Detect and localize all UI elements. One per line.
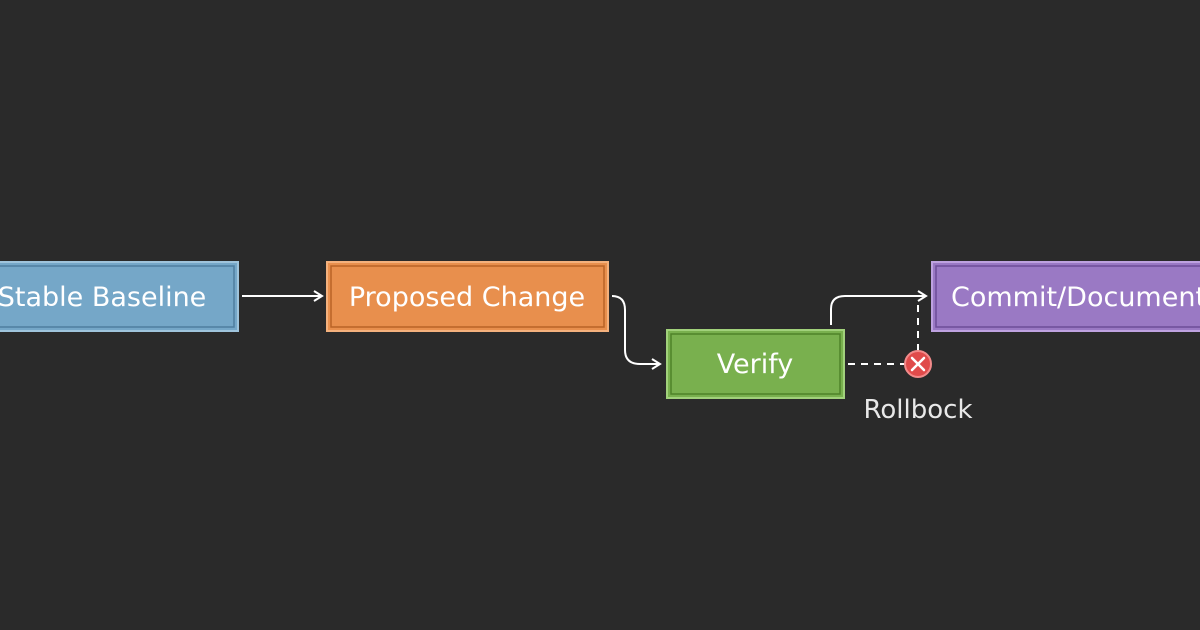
node-stable-baseline-box [0, 261, 239, 332]
node-commit-document-inner-border [935, 265, 1200, 328]
node-verify-inner-border [670, 333, 841, 395]
node-verify-label: Verify [717, 349, 794, 380]
node-verify-box [666, 329, 845, 399]
node-proposed-change-label: Proposed Change [349, 282, 585, 313]
node-stable-baseline: Stable Baseline [0, 261, 239, 332]
node-verify: Verify [666, 329, 845, 399]
node-proposed-change-box [326, 261, 609, 332]
node-stable-baseline-label: Stable Baseline [0, 282, 206, 313]
edge-verify-to-commit [830, 290, 928, 325]
node-commit-document-label: Commit/Document [951, 282, 1200, 313]
rollback-label: Rollbock [863, 395, 972, 425]
node-stable-baseline-inner-border [0, 265, 235, 328]
node-commit-document: Commit/Document [931, 261, 1200, 332]
rollback-marker: Rollbock [863, 350, 973, 425]
node-commit-document-box [931, 261, 1200, 332]
node-proposed-change-inner-border [330, 265, 605, 328]
edge-proposed-to-verify [611, 295, 662, 370]
close-icon [910, 356, 926, 372]
node-proposed-change: Proposed Change [326, 261, 609, 332]
